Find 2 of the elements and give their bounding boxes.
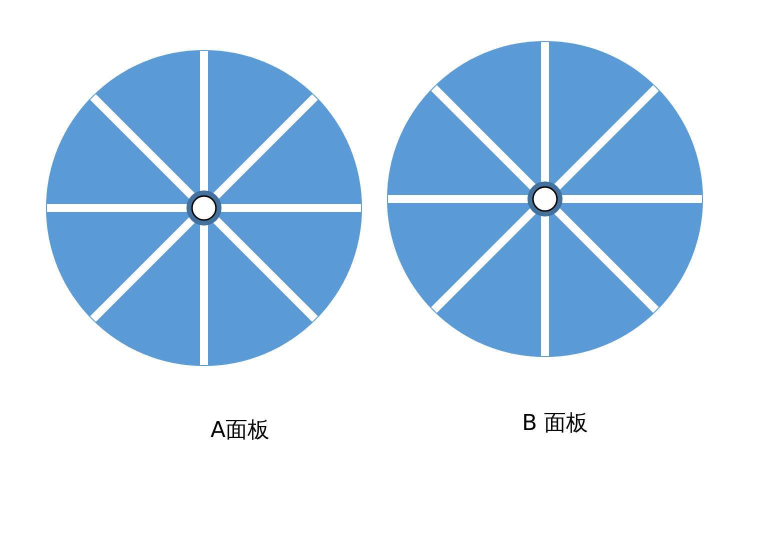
panel-label: A面板 bbox=[210, 417, 270, 445]
panel-label: B 面板 bbox=[522, 410, 588, 438]
